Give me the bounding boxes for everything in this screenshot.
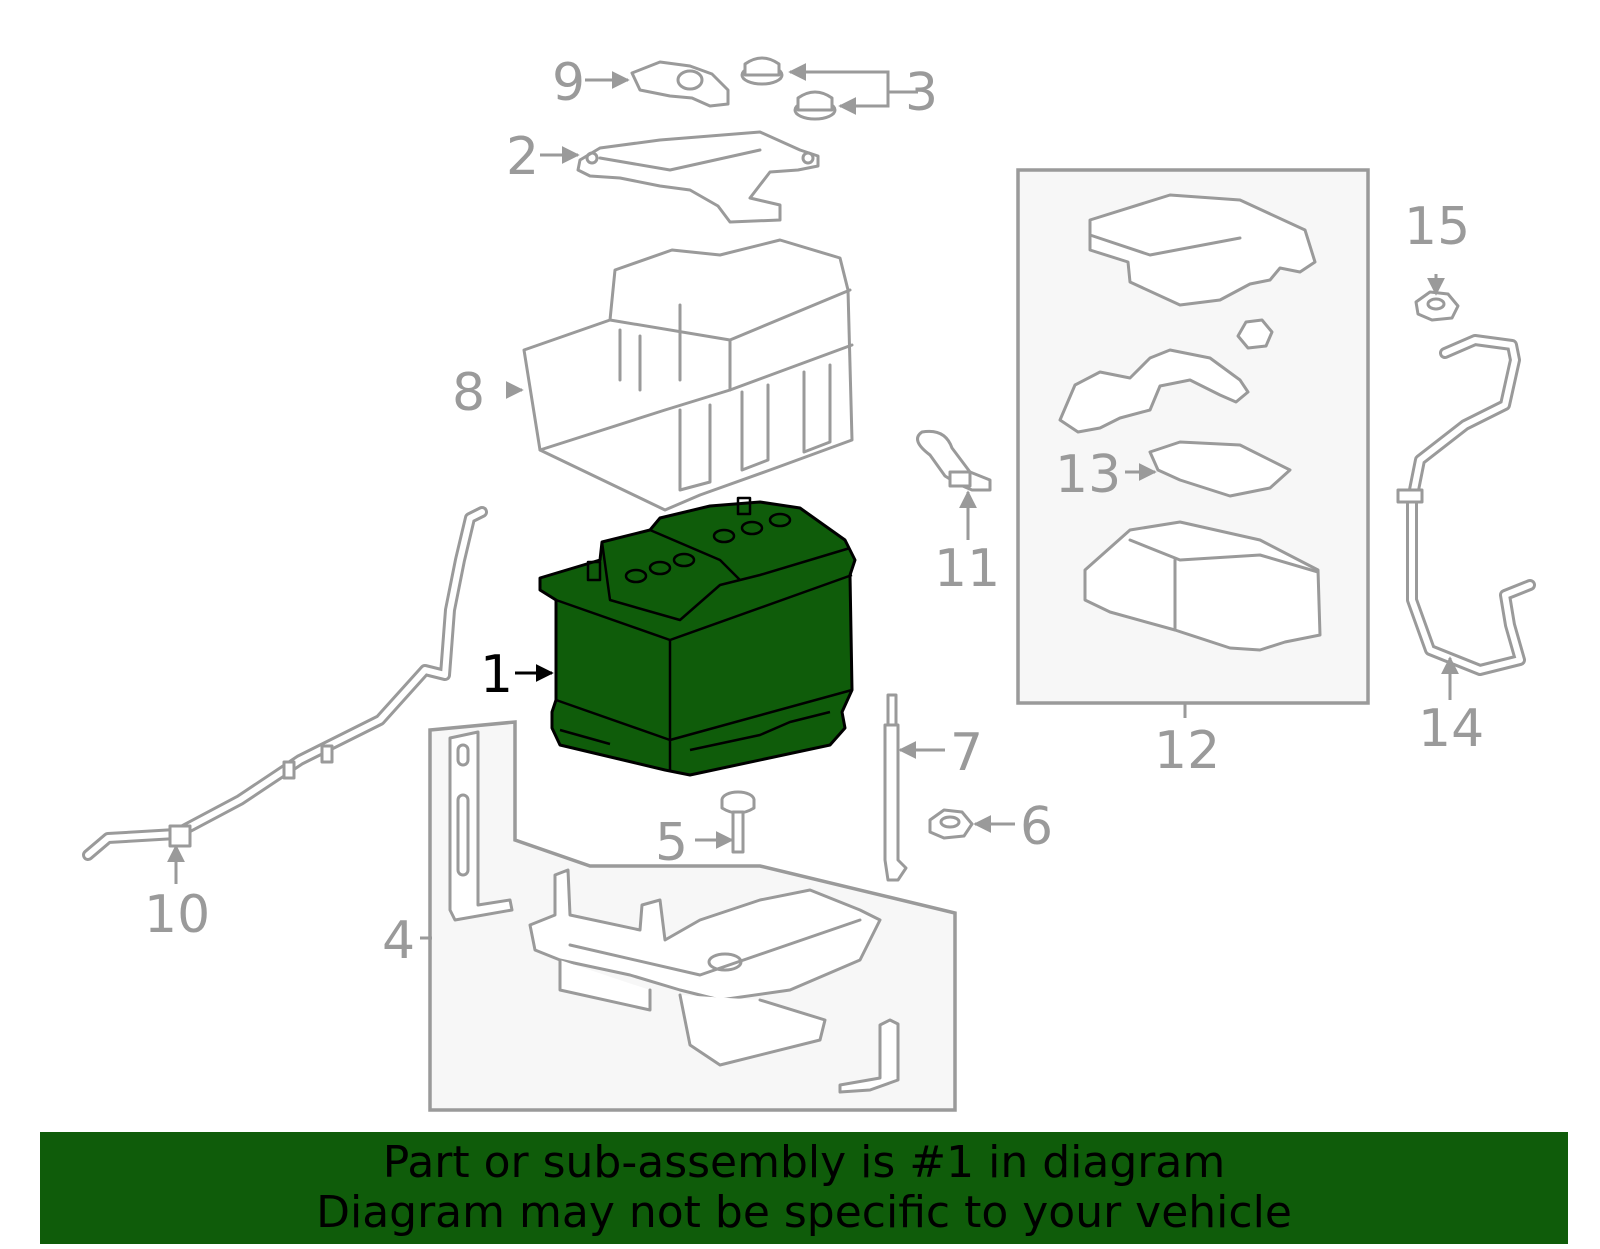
part-12-fuse-block-assembly[interactable] bbox=[1058, 193, 1322, 652]
banner-line-1: Part or sub-assembly is #1 in diagram bbox=[382, 1137, 1226, 1188]
banner-line-2: Diagram may not be specific to your vehi… bbox=[316, 1187, 1292, 1238]
callout-13[interactable]: 13 bbox=[1055, 445, 1121, 505]
callout-12[interactable]: 12 bbox=[1154, 721, 1220, 781]
part-10-cable[interactable] bbox=[82, 506, 488, 861]
part-3-caps[interactable] bbox=[740, 56, 837, 121]
callout-10[interactable]: 10 bbox=[144, 885, 210, 945]
callout-3[interactable]: 3 bbox=[905, 63, 938, 123]
part-7-rod[interactable] bbox=[883, 693, 908, 882]
part-15-nut[interactable] bbox=[1414, 290, 1460, 322]
part-11-connector[interactable] bbox=[916, 429, 992, 492]
part-4-group-box bbox=[428, 720, 957, 1112]
callout-15[interactable]: 15 bbox=[1404, 197, 1470, 257]
part-4-battery-tray[interactable] bbox=[448, 730, 900, 1094]
part-8-battery-cover[interactable] bbox=[522, 238, 854, 512]
callout-6[interactable]: 6 bbox=[1020, 797, 1053, 857]
callout-labels: 1 2 3 4 5 6 7 8 9 10 11 12 13 14 15 bbox=[144, 53, 1484, 971]
callout-9[interactable]: 9 bbox=[552, 53, 585, 113]
part-5-bolt[interactable] bbox=[720, 790, 756, 854]
leader-lines bbox=[167, 63, 1459, 940]
callout-2[interactable]: 2 bbox=[506, 127, 539, 187]
callout-14[interactable]: 14 bbox=[1418, 699, 1484, 759]
callout-8[interactable]: 8 bbox=[452, 363, 485, 423]
notice-banner: Part or sub-assembly is #1 in diagram Di… bbox=[40, 1132, 1568, 1244]
callout-5[interactable]: 5 bbox=[655, 813, 688, 873]
callout-11[interactable]: 11 bbox=[934, 539, 1000, 599]
callout-1[interactable]: 1 bbox=[480, 645, 513, 705]
callout-4[interactable]: 4 bbox=[382, 911, 415, 971]
callout-7[interactable]: 7 bbox=[950, 723, 983, 783]
part-6-nut[interactable] bbox=[928, 808, 974, 840]
part-1-battery[interactable] bbox=[538, 496, 857, 777]
part-2-hold-down-bracket[interactable] bbox=[576, 130, 820, 224]
part-14-cable[interactable] bbox=[1396, 334, 1536, 676]
part-9-clamp[interactable] bbox=[630, 60, 730, 108]
